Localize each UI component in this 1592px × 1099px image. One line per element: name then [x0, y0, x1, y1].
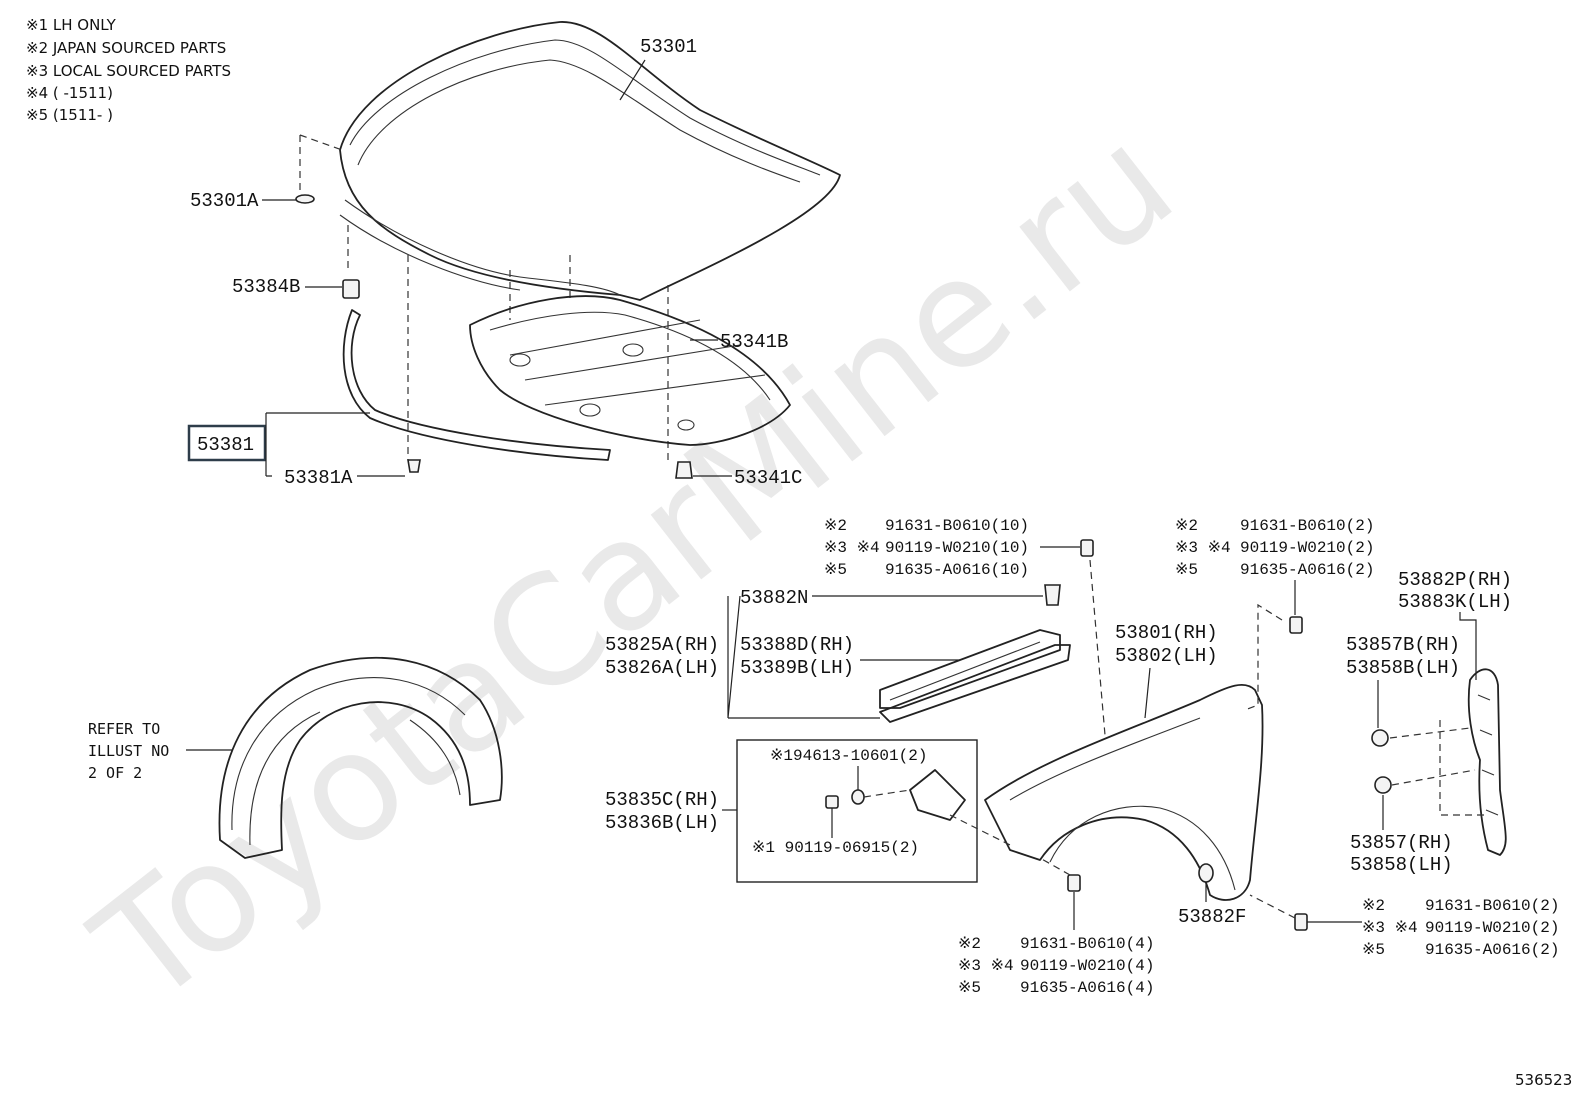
note-2: ※2 JAPAN SOURCED PARTS [26, 39, 226, 57]
bolt-bc-mark-2: ※3 ※4 [958, 957, 1014, 975]
bolt-br-part-3: 91635-A0616(2) [1425, 941, 1559, 959]
bolt-tc-mark-2: ※3 ※4 [824, 539, 880, 557]
bolt-tr-part-3: 91635-A0616(2) [1240, 561, 1374, 579]
apron-seal-drawing [879, 629, 1071, 723]
fender-clip-part [1044, 584, 1061, 606]
label-53301A: 53301A [190, 190, 259, 212]
label-53381A: 53381A [284, 467, 353, 489]
label-53826A: 53826A(LH) [605, 657, 719, 679]
seal-clip-part [407, 459, 421, 473]
label-53801: 53801(RH) [1115, 622, 1218, 644]
hood-label-part [295, 194, 315, 204]
hood-drawing [339, 21, 841, 301]
bolt-tr-part-1: 91631-B0610(2) [1240, 517, 1374, 535]
bolt-group-top-center: ※2 91631-B0610(10) ※3 ※4 90119-W0210(10)… [824, 517, 1106, 736]
label-53882F: 53882F [1178, 906, 1246, 928]
side-panel-drawing [1467, 668, 1507, 856]
refer-line-3: 2 OF 2 [88, 764, 142, 782]
hood-cushion-part [342, 279, 360, 299]
insulator-clip-part [675, 461, 693, 479]
bolt-br-mark-2: ※3 ※4 [1362, 919, 1418, 937]
label-53883K: 53883K(LH) [1398, 591, 1512, 613]
bolt-tr-part-2: 90119-W0210(2) [1240, 539, 1374, 557]
note-4: ※4 ( -1511) [26, 84, 113, 102]
fender-liner-drawing [218, 656, 503, 859]
bolt-tc-part-2: 90119-W0210(10) [885, 539, 1029, 557]
label-53802: 53802(LH) [1115, 645, 1218, 667]
bolt-tc-part-3: 91635-A0616(10) [885, 561, 1029, 579]
fender-drawing [984, 683, 1264, 901]
bolt-group-top-right: ※2 91631-B0610(2) ※3 ※4 90119-W0210(2) ※… [1175, 517, 1374, 711]
highlight-box-53381 [187, 424, 267, 462]
bolt-bc-part-2: 90119-W0210(4) [1020, 957, 1154, 975]
refer-line-1: REFER TO [88, 720, 160, 738]
label-53858: 53858(LH) [1350, 854, 1453, 876]
fender-plug-part [1198, 863, 1214, 883]
label-53384B: 53384B [232, 276, 300, 298]
label-53882N: 53882N [740, 587, 808, 609]
label-53301: 53301 [640, 36, 697, 58]
bolt-bc-part-1: 91631-B0610(4) [1020, 935, 1154, 953]
bracket-box [736, 739, 978, 883]
watermark: ToyotaCarMine.ru [64, 94, 1205, 1038]
hood-insulator-drawing [469, 295, 791, 446]
notes-block: ※1 LH ONLY ※2 JAPAN SOURCED PARTS ※3 LOC… [26, 16, 231, 124]
label-53858B: 53858B(LH) [1346, 657, 1460, 679]
label-194613: ※194613-10601(2) [770, 747, 927, 765]
bolt-bc-part-3: 91635-A0616(4) [1020, 979, 1154, 997]
bolt-tr-mark-1: ※2 [1175, 517, 1198, 535]
label-53857: 53857(RH) [1350, 832, 1453, 854]
bolt-br-part-1: 91631-B0610(2) [1425, 897, 1559, 915]
label-53341C: 53341C [734, 467, 802, 489]
label-53857B: 53857B(RH) [1346, 634, 1460, 656]
label-53341B: 53341B [720, 331, 788, 353]
label-53825A: 53825A(RH) [605, 634, 719, 656]
bolt-bc-mark-1: ※2 [958, 935, 981, 953]
bolt-bc-mark-3: ※5 [958, 979, 981, 997]
figure-id: 536523 [1515, 1071, 1572, 1089]
label-53389B: 53389B(LH) [740, 657, 854, 679]
bolt-br-mark-1: ※2 [1362, 897, 1385, 915]
label-53381: 53381 [197, 434, 254, 456]
bolt-group-bottom-center: ※2 91631-B0610(4) ※3 ※4 90119-W0210(4) ※… [958, 857, 1154, 997]
bolt-tc-mark-1: ※2 [824, 517, 847, 535]
note-1: ※1 LH ONLY [26, 16, 117, 34]
bolt-tc-part-1: 91631-B0610(10) [885, 517, 1029, 535]
bolt-br-mark-3: ※5 [1362, 941, 1385, 959]
refer-line-2: ILLUST NO [88, 742, 169, 760]
note-3: ※3 LOCAL SOURCED PARTS [26, 62, 231, 80]
label-90119-06915: ※1 90119-06915(2) [752, 839, 919, 857]
bolt-tr-mark-2: ※3 ※4 [1175, 539, 1231, 557]
label-53388D: 53388D(RH) [740, 634, 854, 656]
label-53836B: 53836B(LH) [605, 812, 719, 834]
label-53882P: 53882P(RH) [1398, 569, 1512, 591]
label-53835C: 53835C(RH) [605, 789, 719, 811]
bolt-tr-mark-3: ※5 [1175, 561, 1198, 579]
bolt-group-bottom-right: ※2 91631-B0610(2) ※3 ※4 90119-W0210(2) ※… [1249, 894, 1559, 959]
bolt-br-part-2: 90119-W0210(2) [1425, 919, 1559, 937]
note-5: ※5 (1511- ) [26, 106, 113, 124]
bolt-tc-mark-3: ※5 [824, 561, 847, 579]
hood-seal-part [342, 309, 611, 461]
